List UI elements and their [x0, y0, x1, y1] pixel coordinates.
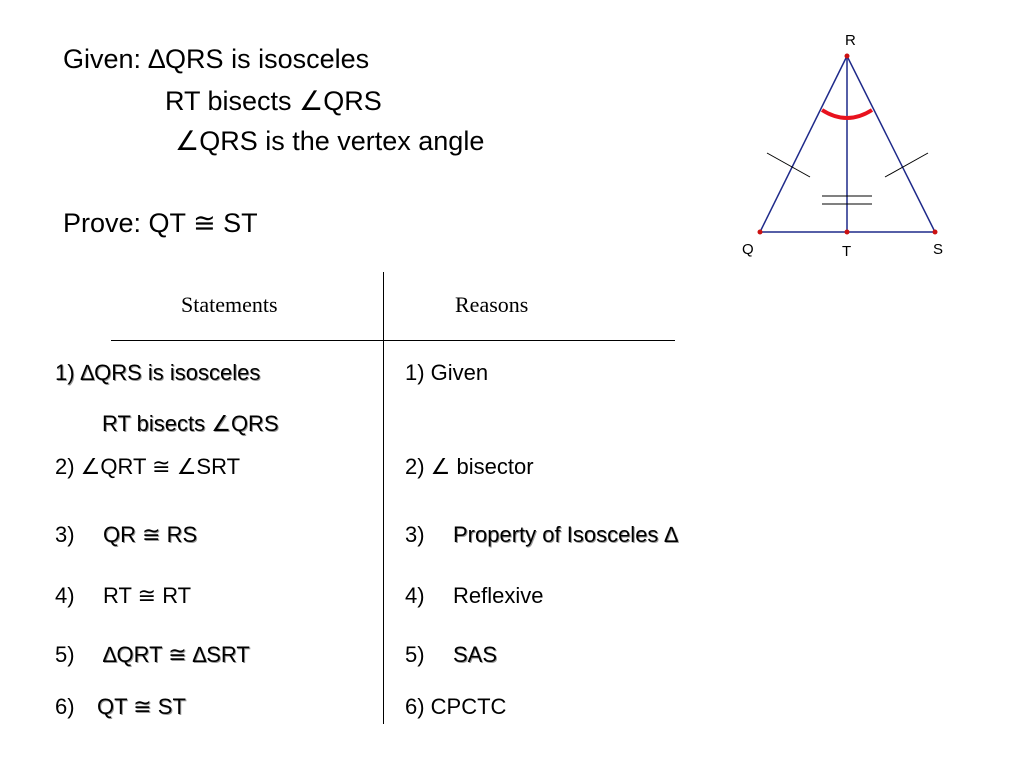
prove-statement: Prove: QT ≅ ST — [63, 208, 258, 238]
vertex-angle-arc — [820, 108, 874, 120]
given-line-3: ∠QRS is the vertex angle — [175, 126, 485, 156]
column-divider — [383, 272, 384, 724]
point-T — [844, 229, 850, 235]
header-divider — [111, 340, 675, 341]
side-RS — [846, 55, 936, 233]
tick-mark-RS — [884, 152, 929, 178]
point-S — [932, 229, 938, 235]
point-Q — [757, 229, 763, 235]
statement-6: QT ≅ ST — [97, 694, 186, 719]
given-line-1: Given: ∆QRS is isosceles — [63, 44, 370, 74]
reason-5: SAS — [453, 642, 498, 667]
statement-5: ∆QRT ≅ ∆SRT — [103, 642, 250, 667]
reason-3: Property of Isosceles ∆ — [453, 522, 678, 547]
statement-5-number: 5) — [55, 642, 75, 667]
label-S: S — [933, 241, 943, 258]
reason-5-number: 5) — [405, 642, 425, 667]
reason-4-number: 4) — [405, 583, 425, 608]
statement-4-number: 4) — [55, 583, 75, 608]
label-T: T — [842, 243, 851, 260]
header-reasons: Reasons — [455, 292, 529, 317]
reason-4: Reflexive — [453, 583, 544, 608]
statement-1: 1) ∆QRS is isosceles — [55, 360, 261, 385]
reason-2: 2) ∠ bisector — [405, 454, 534, 479]
statement-4: RT ≅ RT — [103, 583, 192, 608]
given-line-2: RT bisects ∠QRS — [165, 86, 382, 116]
statement-3: QR ≅ RS — [103, 522, 198, 547]
statement-6-number: 6) — [55, 694, 75, 719]
reason-3-number: 3) — [405, 522, 425, 547]
tick-mark-RQ — [766, 152, 811, 178]
label-Q: Q — [742, 241, 754, 258]
reason-6: 6) CPCTC — [405, 694, 507, 719]
label-R: R — [845, 32, 856, 49]
side-RQ — [759, 55, 848, 233]
statement-2: 2) ∠QRT ≅ ∠SRT — [55, 454, 241, 479]
header-statements: Statements — [181, 292, 278, 317]
reason-1: 1) Given — [405, 360, 489, 385]
point-R — [844, 53, 850, 59]
statement-3-number: 3) — [55, 522, 75, 547]
statement-1-continued: RT bisects ∠QRS — [102, 411, 279, 436]
